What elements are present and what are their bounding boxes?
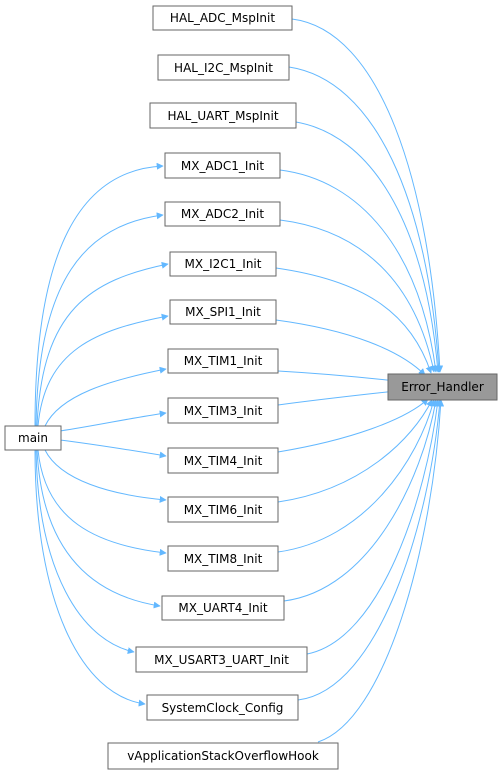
edge-main-to-mx-tim8 (37, 449, 167, 556)
node-label: MX_TIM4_Init (184, 454, 263, 468)
graph-node-systemclock-config[interactable]: SystemClock_Config (146, 694, 299, 721)
graph-node-main[interactable]: main (4, 425, 62, 451)
edge-main-to-mx-tim3 (59, 410, 167, 432)
graph-node-hal-uart-mspinit[interactable]: HAL_UART_MspInit (149, 102, 297, 129)
edge-mx-i2c1-to-error-handler (275, 267, 433, 374)
node-label: MX_TIM6_Init (184, 503, 263, 517)
node-label: MX_TIM3_Init (184, 404, 263, 418)
graph-node-hal-i2c-mspinit[interactable]: HAL_I2C_MspInit (157, 54, 290, 81)
edge-vapp-to-error-handler (317, 399, 445, 743)
edge-mx-usart3-to-error-handler (306, 399, 441, 655)
graph-node-mx-tim4-init[interactable]: MX_TIM4_Init (167, 447, 279, 474)
edge-mx-tim8-to-error-handler (277, 399, 436, 553)
graph-node-mx-adc2-init[interactable]: MX_ADC2_Init (164, 201, 281, 227)
graph-node-vapplicationstackoverflowhook[interactable]: vApplicationStackOverflowHook (107, 742, 339, 770)
node-label: SystemClock_Config (162, 701, 284, 715)
graph-node-mx-spi1-init[interactable]: MX_SPI1_Init (169, 299, 277, 325)
node-label: MX_ADC2_Init (181, 207, 265, 221)
graph-node-mx-uart4-init[interactable]: MX_UART4_Init (161, 595, 285, 621)
node-label: MX_UART4_Init (178, 601, 267, 615)
node-label: MX_I2C1_Init (185, 257, 262, 271)
edge-mx-tim6-to-error-handler (277, 399, 433, 503)
node-label: MX_ADC1_Init (181, 159, 265, 173)
node-label: Error_Handler (401, 380, 484, 394)
node-label: HAL_UART_MspInit (167, 109, 278, 123)
edge-mx-adc2-to-error-handler (279, 219, 437, 373)
node-label: HAL_ADC_MspInit (170, 11, 275, 25)
node-label: MX_SPI1_Init (185, 305, 261, 319)
edge-mx-tim3-to-error-handler (277, 387, 405, 406)
edges-to-error-handler (275, 18, 445, 743)
edge-main-to-mx-tim4 (59, 439, 167, 459)
node-label: HAL_I2C_MspInit (174, 61, 273, 75)
edge-main-to-mx-usart3 (35, 449, 135, 655)
graph-node-mx-tim8-init[interactable]: MX_TIM8_Init (167, 545, 279, 572)
edge-hal-i2c-to-error-handler (288, 66, 443, 373)
edge-mx-tim4-to-error-handler (277, 398, 429, 453)
graph-node-mx-tim6-init[interactable]: MX_TIM6_Init (167, 496, 279, 523)
edge-hal-adc-to-error-handler (291, 18, 444, 373)
node-label: vApplicationStackOverflowHook (127, 749, 319, 763)
edge-hal-uart-to-error-handler (295, 121, 441, 373)
graph-node-mx-tim1-init[interactable]: MX_TIM1_Init (167, 348, 279, 374)
edge-main-to-mx-spi1 (37, 313, 169, 427)
graph-node-mx-usart3-uart-init[interactable]: MX_USART3_UART_Init (135, 646, 308, 673)
graph-node-hal-adc-mspinit[interactable]: HAL_ADC_MspInit (152, 5, 293, 31)
graph-node-mx-adc1-init[interactable]: MX_ADC1_Init (164, 152, 281, 179)
edges-from-main (34, 162, 169, 707)
edge-mx-tim1-to-error-handler (277, 370, 405, 385)
edge-mx-adc1-to-error-handler (279, 169, 439, 373)
edge-main-to-mx-adc2 (35, 212, 164, 427)
edge-main-to-mx-adc1 (34, 162, 164, 427)
node-label: MX_TIM8_Init (184, 552, 263, 566)
graph-node-error-handler[interactable]: Error_Handler (387, 373, 498, 401)
node-label: main (18, 431, 48, 445)
edge-main-to-mx-tim6 (44, 449, 167, 503)
edge-main-to-mx-uart4 (36, 449, 161, 609)
edge-mx-uart4-to-error-handler (283, 399, 439, 602)
node-label: MX_USART3_UART_Init (154, 653, 289, 667)
graph-node-mx-tim3-init[interactable]: MX_TIM3_Init (167, 397, 279, 424)
edge-sysclock-to-error-handler (297, 399, 443, 701)
edge-mx-spi1-to-error-handler (275, 319, 426, 376)
node-label: MX_TIM1_Init (184, 354, 263, 368)
graph-node-mx-i2c1-init[interactable]: MX_I2C1_Init (169, 251, 277, 277)
edge-main-to-mx-tim1 (44, 366, 167, 427)
edge-main-to-sysclock (34, 449, 146, 707)
edge-main-to-mx-i2c1 (36, 261, 169, 427)
